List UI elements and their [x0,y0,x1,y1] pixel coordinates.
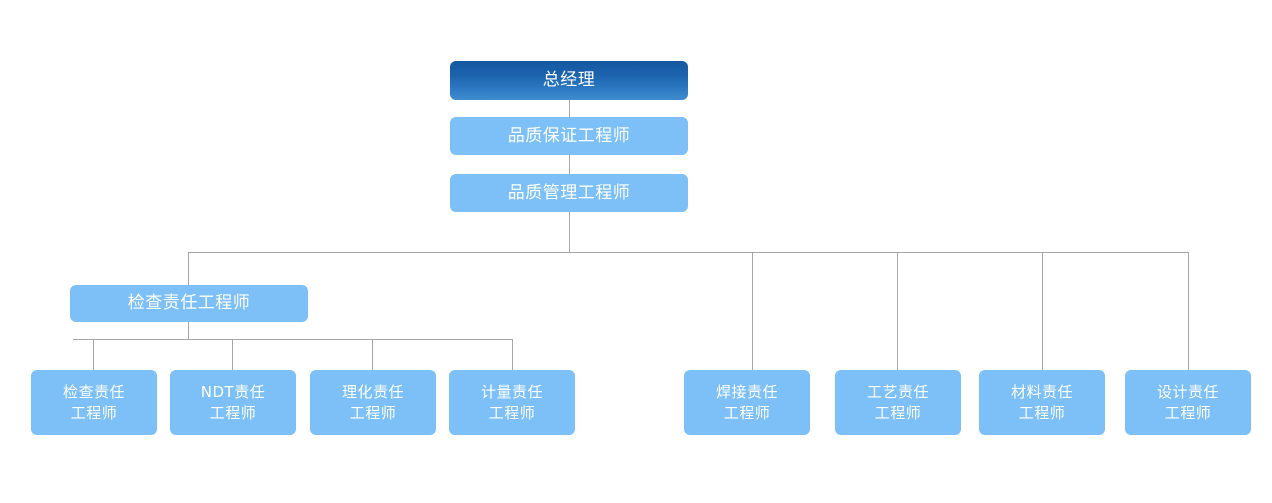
connector-sub-to-ndt-eng [232,339,233,370]
connector-bus-to-welding [752,252,753,370]
connector-main-bus [188,252,1189,253]
node-welding-engineer[interactable]: 焊接责任 工程师 [684,370,810,435]
node-physical-chemical-engineer[interactable]: 理化责任 工程师 [310,370,436,435]
node-inspection-responsible-engineer[interactable]: 检查责任工程师 [70,285,308,322]
node-general-manager[interactable]: 总经理 [450,61,688,100]
connector-qa-to-qm [569,155,570,174]
connector-bus-to-material [1042,252,1043,370]
node-ndt-engineer[interactable]: NDT责任 工程师 [170,370,296,435]
connector-inspection-stem [188,322,189,340]
connector-bus-to-design [1188,252,1189,370]
node-design-engineer[interactable]: 设计责任 工程师 [1125,370,1251,435]
connector-root-to-qa [569,100,570,117]
connector-sub-to-metrology-eng [512,339,513,370]
connector-bus-to-process [897,252,898,370]
node-metrology-engineer[interactable]: 计量责任 工程师 [449,370,575,435]
connector-sub-to-inspection-eng [93,339,94,370]
node-quality-assurance-engineer[interactable]: 品质保证工程师 [450,117,688,155]
connector-sub-to-physchem-eng [372,339,373,370]
connector-bus-to-inspection [188,252,189,286]
node-quality-management-engineer[interactable]: 品质管理工程师 [450,174,688,212]
node-process-engineer[interactable]: 工艺责任 工程师 [835,370,961,435]
connector-qm-stem [569,212,570,253]
node-material-engineer[interactable]: 材料责任 工程师 [979,370,1105,435]
node-inspection-engineer[interactable]: 检查责任 工程师 [31,370,157,435]
connector-inspection-bus [73,339,513,340]
